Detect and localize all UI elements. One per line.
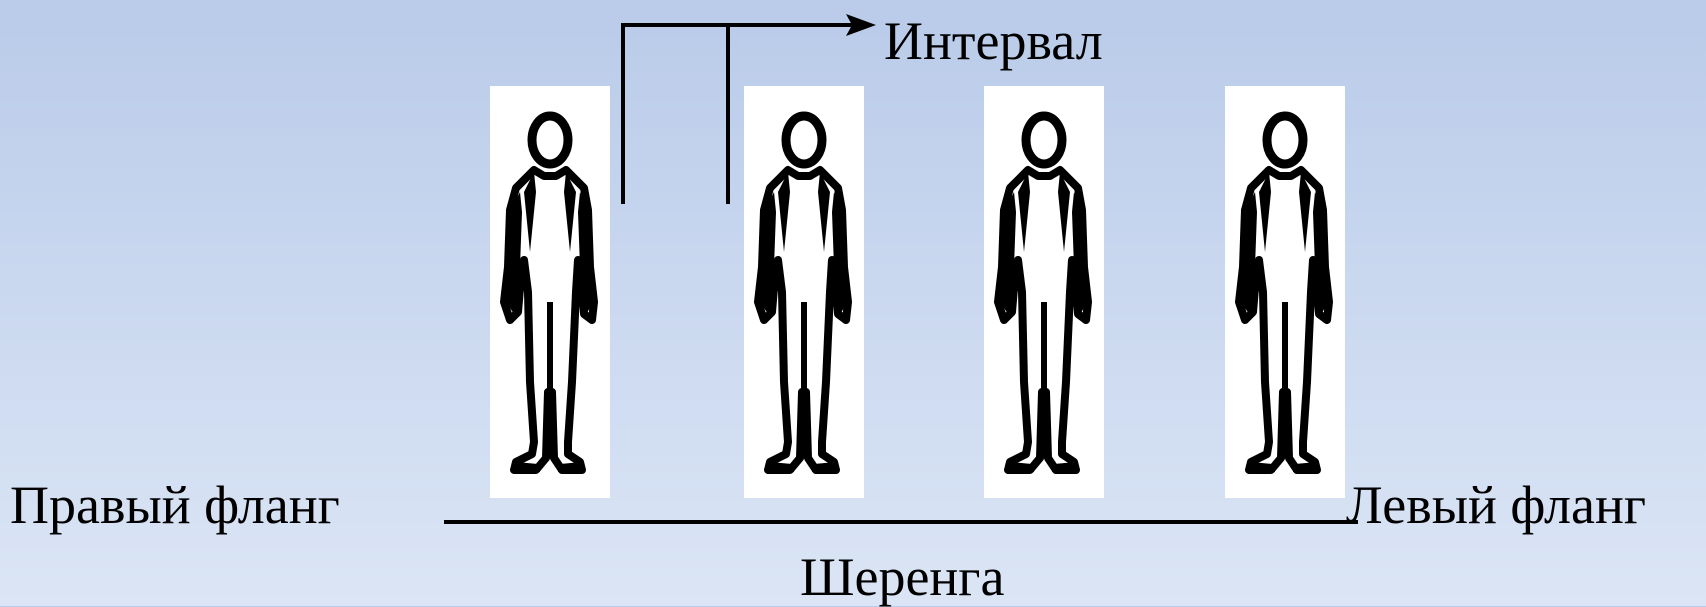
interval-label: Интервал xyxy=(884,11,1103,71)
right-flank-label: Правый фланг xyxy=(10,475,340,535)
rank-label: Шеренга xyxy=(800,547,1005,607)
arrow-right-icon xyxy=(846,14,876,36)
left-flank-label: Левый фланг xyxy=(1346,475,1647,535)
